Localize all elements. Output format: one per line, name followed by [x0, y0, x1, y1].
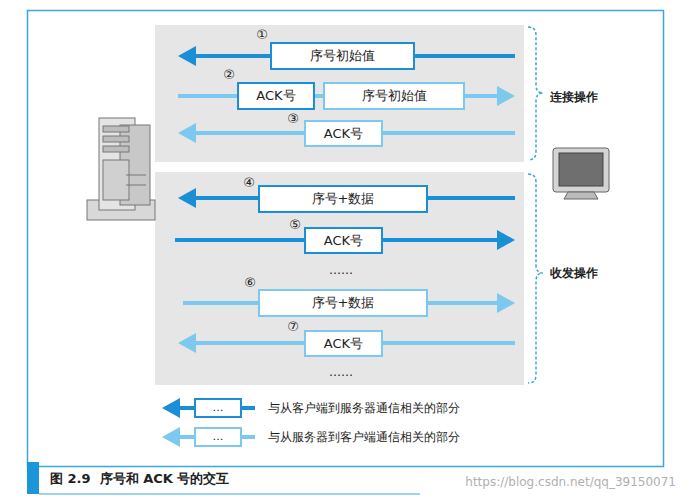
connect-panel	[155, 25, 524, 162]
packet-box: ACK号	[304, 227, 383, 254]
legend-sample-text: …	[213, 430, 224, 443]
callout-number: ①	[256, 27, 268, 42]
box-text: 序号初始值	[362, 87, 427, 105]
legend-sample-text: …	[213, 401, 224, 414]
packet-box: 序号初始值	[270, 42, 415, 70]
packet-box: 序号初始值	[323, 82, 465, 110]
brace	[528, 174, 543, 383]
box-text: ACK号	[324, 335, 363, 353]
server-icon	[87, 118, 155, 220]
caption-bar	[27, 462, 39, 494]
packet-box: 序号+数据	[258, 289, 428, 317]
box-text: ACK号	[324, 125, 363, 143]
callout-number: ⑤	[289, 217, 301, 232]
arrows	[162, 46, 515, 447]
caption-rule	[39, 494, 420, 495]
transfer-panel	[155, 172, 524, 385]
legend-text: 与从服务器到客户端通信相关的部分	[268, 429, 460, 446]
box-text: ACK号	[256, 87, 295, 105]
callout-number: ⑦	[287, 319, 299, 334]
ellipsis: ……	[329, 365, 353, 379]
packet-box: ACK号	[304, 330, 383, 357]
legend-text: 与从客户端到服务器通信相关的部分	[268, 400, 460, 417]
brace	[528, 27, 543, 160]
packet-box: ACK号	[237, 82, 315, 110]
callout-number: ⑥	[244, 275, 256, 290]
callout-number: ③	[287, 111, 299, 126]
watermark: https://blog.csdn.net/qq_39150071	[465, 475, 676, 489]
client-monitor	[553, 148, 609, 199]
phase-label: 连接操作	[550, 89, 598, 106]
callout-number: ④	[243, 175, 255, 190]
packet-box: ACK号	[304, 120, 383, 147]
ellipsis: ……	[329, 263, 353, 277]
box-text: 序号+数据	[312, 190, 375, 208]
packet-box: 序号+数据	[258, 185, 428, 213]
figure-caption: 图 2.9 序号和 ACK 号的交互	[50, 470, 229, 488]
frame	[28, 11, 664, 467]
box-text: 序号初始值	[310, 47, 375, 65]
box-text: 序号+数据	[312, 294, 375, 312]
phase-label: 收发操作	[550, 265, 598, 282]
callout-number: ②	[223, 67, 235, 82]
box-text: ACK号	[324, 232, 363, 250]
